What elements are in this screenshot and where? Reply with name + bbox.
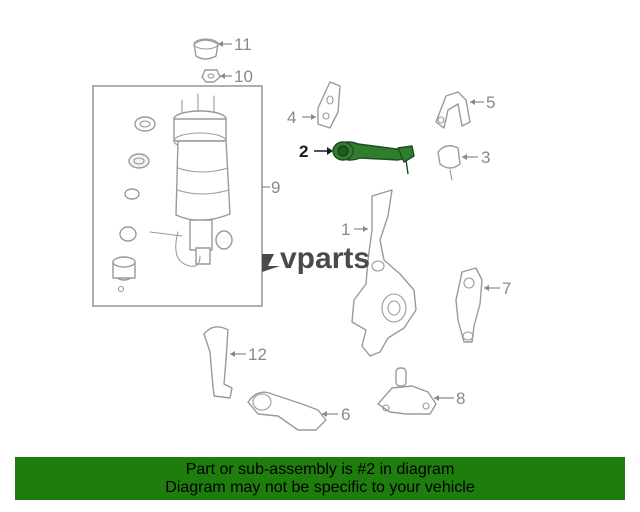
callout-2: 2 <box>299 142 308 161</box>
callout-8: 8 <box>456 389 465 408</box>
part-3-bushing <box>437 145 461 181</box>
callout-5: 5 <box>486 93 495 112</box>
banner-line-1: Part or sub-assembly is #2 in diagram <box>185 460 455 478</box>
part-4-bracket <box>317 81 341 129</box>
part-1-knuckle <box>351 189 417 357</box>
part-5-bracket <box>435 91 471 129</box>
air-strut-illustration <box>112 93 233 293</box>
callout-9: 9 <box>271 178 280 197</box>
callout-1: 1 <box>341 220 350 239</box>
callout-7: 7 <box>502 279 511 298</box>
part-11-cap <box>193 38 219 60</box>
info-banner: Part or sub-assembly is #2 in diagram Di… <box>15 457 625 500</box>
part-10-nut <box>201 69 221 83</box>
part-8-ball-joint <box>377 367 437 415</box>
leader-lines <box>218 41 500 417</box>
callout-4: 4 <box>287 108 296 127</box>
watermark: vparts <box>262 242 370 275</box>
part-6-lower-arm <box>247 391 327 431</box>
callout-3: 3 <box>481 148 490 167</box>
banner-line-2: Diagram may not be specific to your vehi… <box>165 478 475 496</box>
callout-10: 10 <box>234 67 253 86</box>
part-7-link <box>455 267 483 343</box>
callout-11: 11 <box>234 35 252 54</box>
watermark-text: vparts <box>280 242 370 275</box>
part-12-shield <box>203 326 233 399</box>
callout-6: 6 <box>341 405 350 424</box>
assembly-box <box>92 85 263 307</box>
part-2-control-arm <box>332 141 415 175</box>
callout-12: 12 <box>248 345 267 364</box>
